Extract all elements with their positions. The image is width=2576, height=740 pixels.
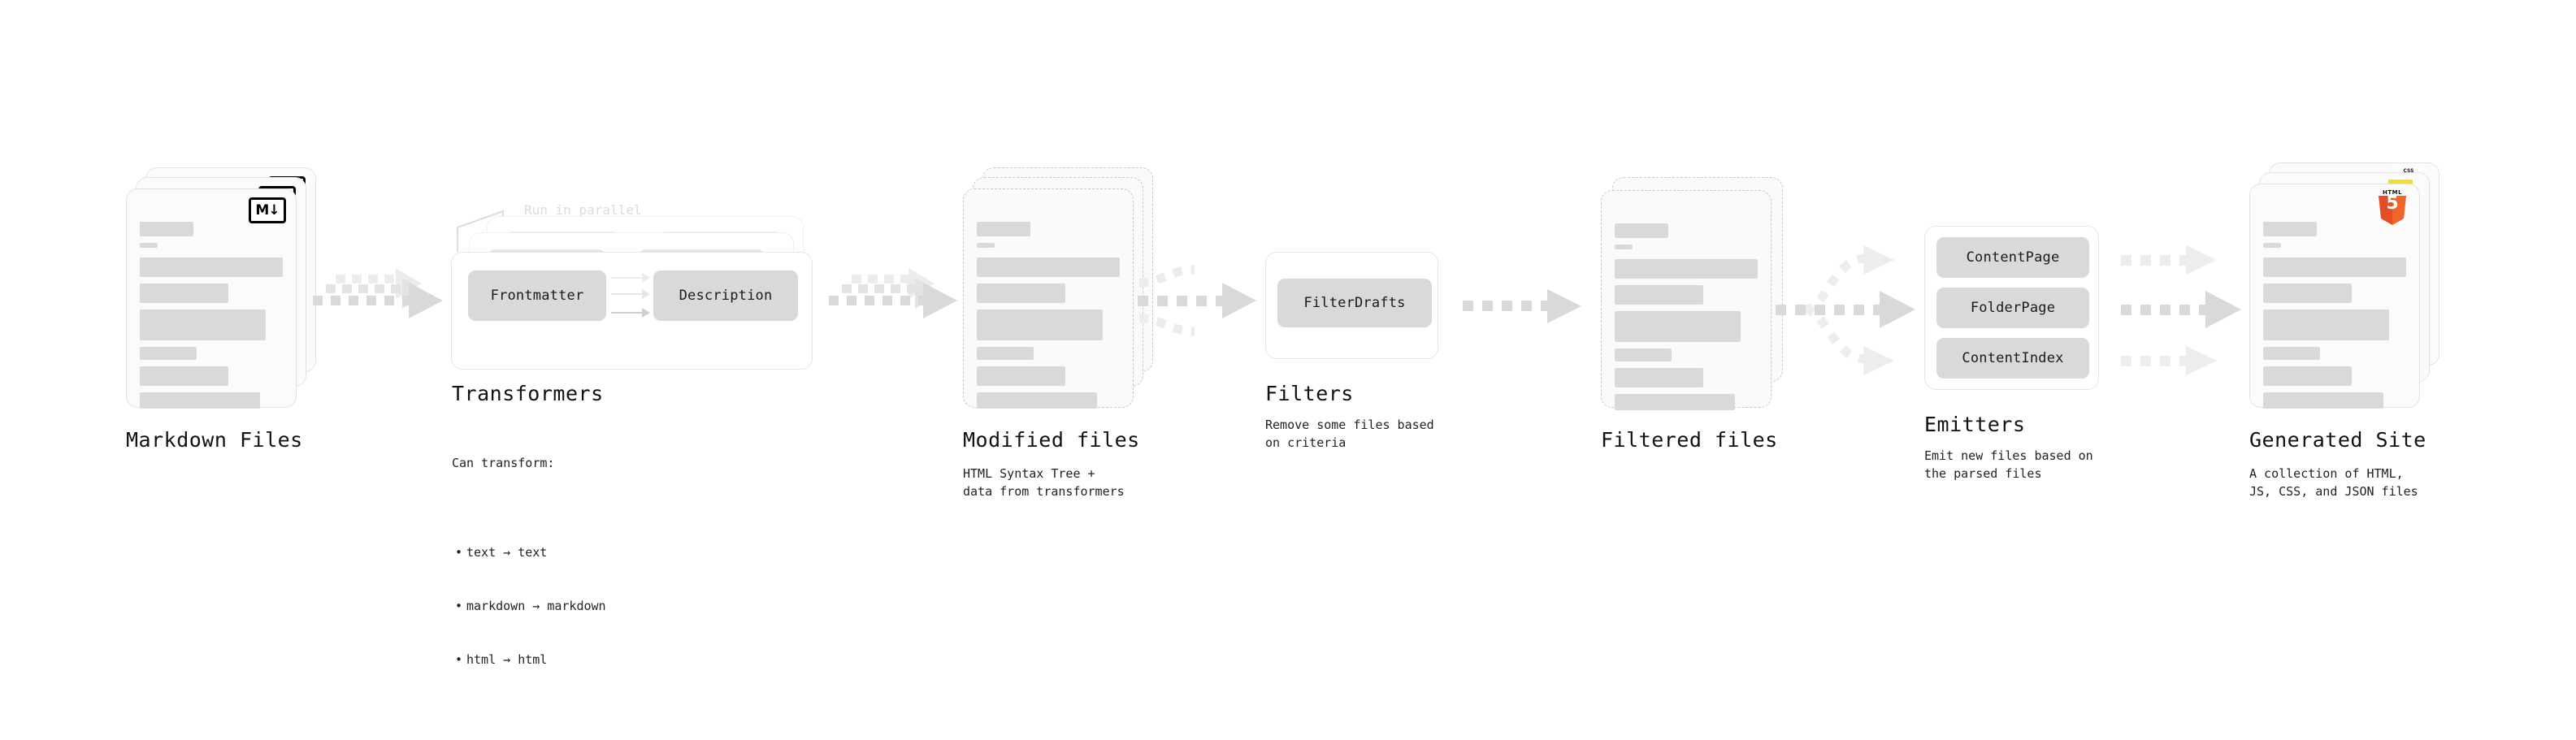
generated-site-card-stack: CSS HTML 5 <box>2249 162 2439 409</box>
stage-title-filters: Filters <box>1265 382 1354 405</box>
arrow-markdown-to-transformers <box>313 268 443 318</box>
document-skeleton <box>977 222 1120 415</box>
markdown-files-card-stack: M↓ M↓ M↓ <box>126 167 316 411</box>
document-skeleton <box>1615 223 1758 417</box>
filtered-files-card-stack <box>1601 177 1783 421</box>
emitters-box: ContentPage FolderPage ContentIndex <box>1924 226 2099 390</box>
markdown-icon: M↓ <box>249 197 286 223</box>
filtered-file-card-front <box>1601 190 1772 410</box>
modified-files-card-stack <box>963 167 1153 411</box>
filters-box: FilterDrafts <box>1265 252 1438 359</box>
stage-desc-filters: Remove some files based on criteria <box>1265 418 1434 450</box>
modified-file-card-front <box>963 188 1134 409</box>
list-item: html → html <box>455 651 606 669</box>
stage-desc-generated-site: A collection of HTML, JS, CSS, and JSON … <box>2249 466 2418 499</box>
list-item: text → text <box>455 543 606 561</box>
arrow-filtered-to-emitters <box>1776 245 1915 375</box>
stage-title-filtered-files: Filtered files <box>1601 428 1778 452</box>
emitter-chip-contentindex[interactable]: ContentIndex <box>1936 338 2089 379</box>
transformer-chip-frontmatter[interactable]: Frontmatter <box>468 270 606 321</box>
transformer-box-front: Frontmatter Description <box>451 252 813 370</box>
emitter-chip-folderpage[interactable]: FolderPage <box>1936 288 2089 328</box>
stage-title-transformers: Transformers <box>452 382 604 405</box>
list-item: markdown → markdown <box>455 597 606 615</box>
emitter-chip-contentpage[interactable]: ContentPage <box>1936 237 2089 278</box>
arrow-modified-to-filters <box>1138 265 1256 336</box>
document-skeleton <box>2263 222 2406 415</box>
transformer-inner-arrows <box>611 273 650 318</box>
filter-chip-filterdrafts[interactable]: FilterDrafts <box>1277 279 1432 327</box>
stage-desc-modified-files: HTML Syntax Tree + data from transformer… <box>963 466 1125 499</box>
arrow-emitters-to-site <box>2121 245 2241 375</box>
stage-title-emitters: Emitters <box>1924 413 2026 436</box>
arrow-filters-to-filtered <box>1463 289 1581 323</box>
generated-site-card-html: HTML 5 <box>2249 184 2420 409</box>
stage-title-modified-files: Modified files <box>963 428 1140 452</box>
transformer-chip-description[interactable]: Description <box>653 270 798 321</box>
arrow-transformers-to-modified <box>829 268 957 318</box>
stage-desc-emitters: Emit new files based on the parsed files <box>1924 448 2093 481</box>
html5-icon: HTML 5 <box>2377 189 2408 227</box>
pipeline-diagram: M↓ M↓ M↓ Markdown Files <box>0 0 2576 681</box>
run-in-parallel-label: Run in parallel <box>524 202 642 218</box>
document-skeleton <box>140 222 283 415</box>
markdown-file-card-front: M↓ <box>126 188 297 409</box>
transformers-bullet-list: text → text markdown → markdown html → h… <box>452 508 606 704</box>
stage-title-markdown-files: Markdown Files <box>126 428 303 452</box>
stage-desc-transformers: Can transform: text → text markdown → ma… <box>452 418 606 740</box>
transformers-desc-line: Can transform: <box>452 456 555 470</box>
stage-title-generated-site: Generated Site <box>2249 428 2426 452</box>
